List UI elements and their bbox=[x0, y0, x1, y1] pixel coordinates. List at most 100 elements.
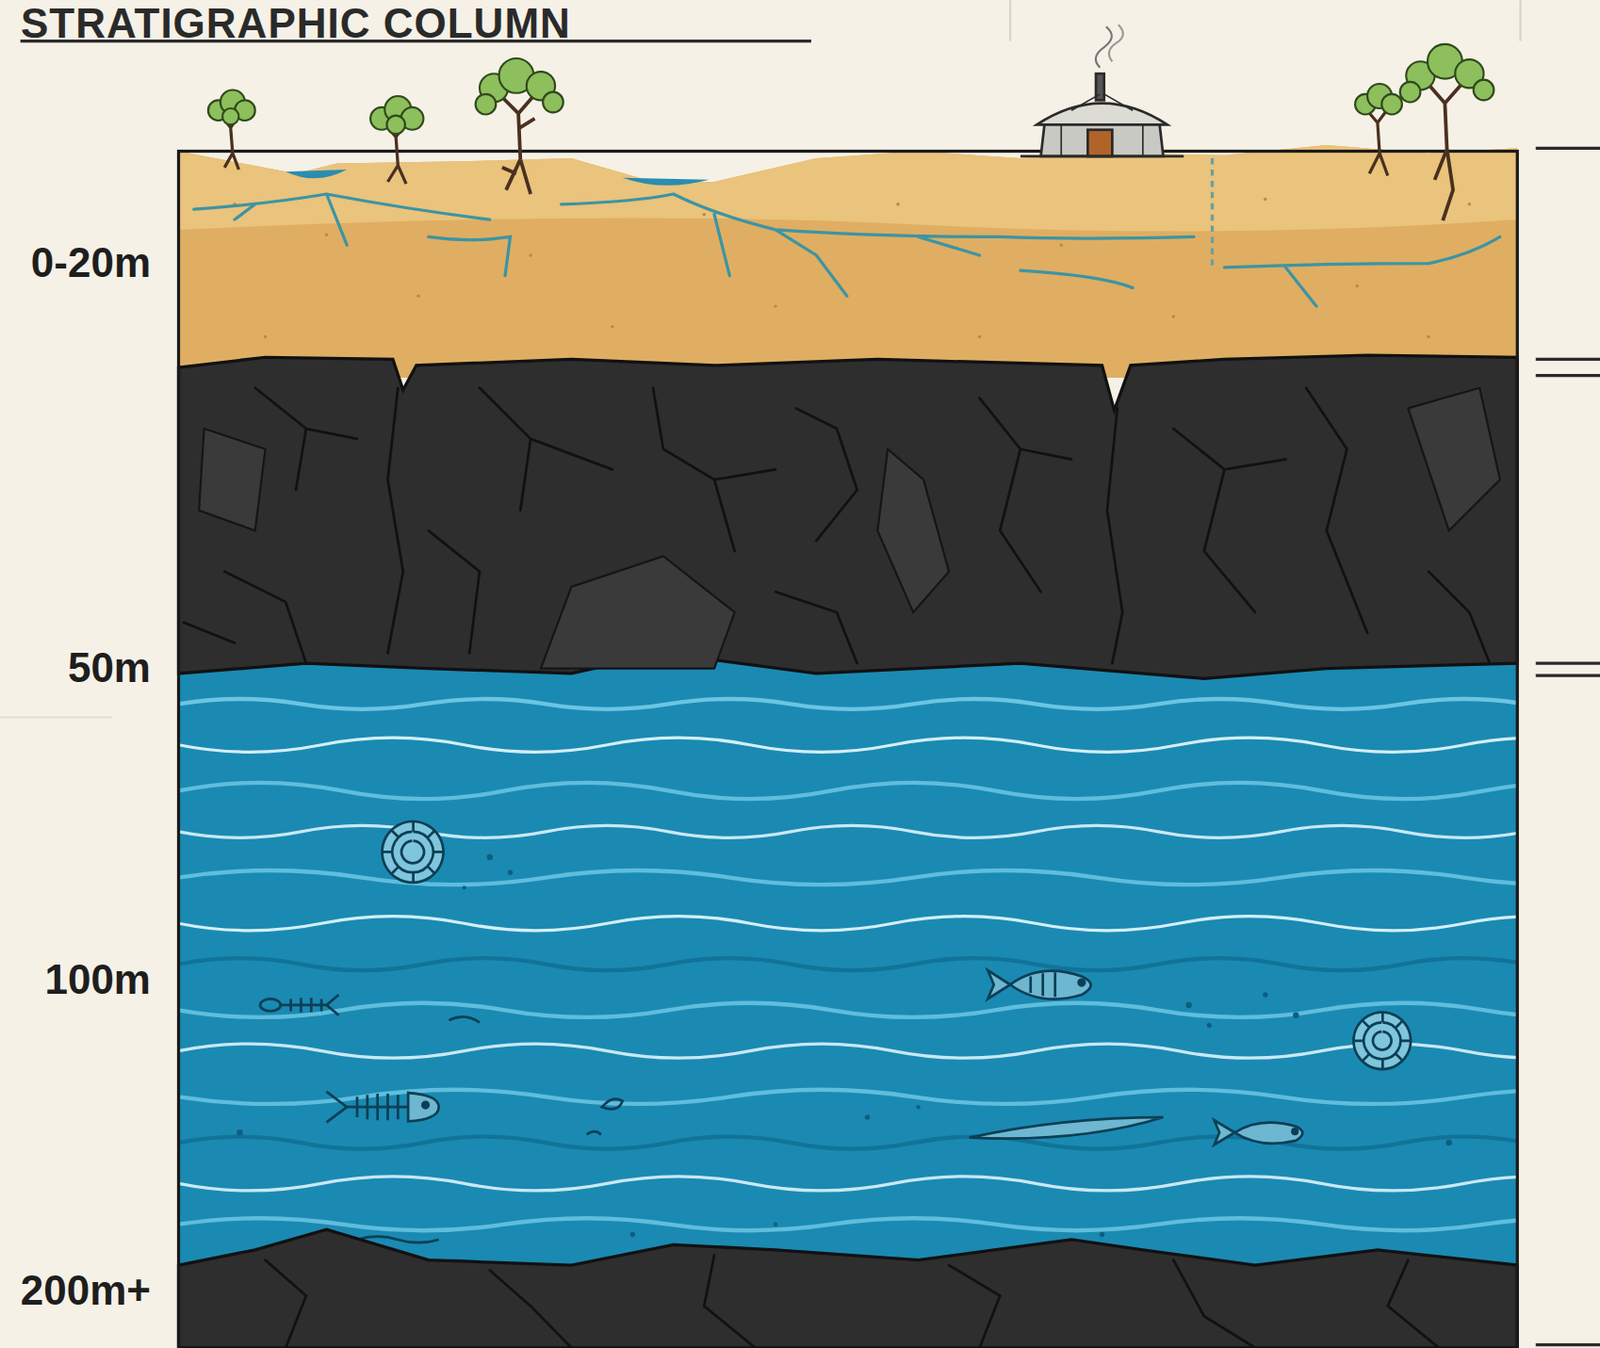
aquifer-water-layer bbox=[773, 1223, 778, 1227]
surface-trees bbox=[208, 90, 256, 170]
bedrock-layer bbox=[703, 1255, 755, 1348]
aquifer-water-layer bbox=[179, 653, 1600, 1266]
basalt-rock-layer bbox=[255, 388, 358, 490]
basalt-rock-layer bbox=[653, 388, 776, 552]
frame-lines bbox=[1535, 374, 1600, 377]
yurt bbox=[1087, 130, 1112, 157]
fossils bbox=[280, 995, 340, 1016]
basalt-rock-layer bbox=[428, 530, 480, 654]
sand-soil-layer bbox=[179, 143, 1519, 378]
fossils bbox=[1353, 1012, 1411, 1070]
basalt-rock-layer bbox=[183, 388, 1490, 664]
fossils bbox=[260, 821, 1412, 1266]
frame-lines bbox=[1535, 358, 1600, 361]
fossils bbox=[1078, 979, 1085, 986]
sand-soil-layer bbox=[1210, 158, 1214, 271]
aquifer-water-layer bbox=[1207, 1023, 1212, 1029]
aquifer-water-layer bbox=[179, 783, 1519, 800]
fossils bbox=[587, 1099, 623, 1136]
bedrock-layer bbox=[265, 1255, 1439, 1348]
fossils bbox=[382, 821, 445, 883]
basalt-rock-layer bbox=[388, 388, 404, 654]
surface-trees bbox=[1355, 83, 1403, 176]
basalt-rock-layer bbox=[198, 388, 1501, 670]
surface-trees bbox=[1400, 44, 1495, 221]
bedrock-layer bbox=[489, 1270, 572, 1348]
fossils bbox=[401, 841, 425, 865]
sand-soil-layer bbox=[702, 212, 705, 216]
basalt-rock-layer bbox=[1306, 388, 1368, 634]
aquifer-water-layer bbox=[179, 870, 1519, 885]
basalt-rock-layer bbox=[877, 449, 949, 613]
yurt bbox=[1061, 94, 1143, 157]
basalt-rock-layer bbox=[1173, 428, 1286, 613]
surface-trees bbox=[386, 115, 405, 134]
aquifer-water-layer bbox=[179, 737, 1519, 752]
fossils bbox=[1234, 1123, 1303, 1144]
basalt-rock-layer bbox=[540, 555, 735, 669]
yurt bbox=[1036, 103, 1168, 126]
frame-lines bbox=[0, 716, 113, 719]
aquifer-water-layer bbox=[179, 1090, 1519, 1105]
fossils bbox=[260, 995, 339, 1016]
basalt-rock-layer bbox=[198, 428, 265, 531]
surface-trees bbox=[1400, 44, 1495, 103]
aquifer-water-layer bbox=[1292, 1012, 1299, 1018]
sand-soil-layer bbox=[179, 143, 1519, 339]
sand-soil-layer bbox=[428, 236, 511, 276]
sand-soil-layer bbox=[1263, 197, 1267, 201]
aquifer-water-layer bbox=[507, 869, 513, 875]
fossils bbox=[987, 970, 1011, 999]
basalt-rock-layer bbox=[979, 398, 1072, 593]
basalt-rock-layer bbox=[1107, 408, 1123, 664]
frame-lines bbox=[1535, 662, 1600, 666]
surface-trees bbox=[208, 90, 256, 126]
aquifer-water-layer bbox=[179, 1176, 1519, 1192]
surface-trees bbox=[370, 96, 424, 184]
sand-soil-layer bbox=[179, 143, 1519, 232]
sand-soil-layer bbox=[1468, 202, 1471, 206]
surface-trees bbox=[497, 90, 539, 195]
sand-soil-layer bbox=[263, 335, 267, 339]
aquifer-water-layer bbox=[236, 1129, 243, 1136]
aquifer-water-layer bbox=[1099, 1232, 1105, 1238]
frame-lines bbox=[1518, 0, 1521, 41]
bedrock-layer bbox=[179, 1229, 1519, 1348]
surface-trees bbox=[1355, 83, 1403, 115]
bedrock-layer bbox=[1387, 1260, 1439, 1348]
fossils bbox=[382, 821, 444, 883]
surface-trees bbox=[370, 96, 424, 134]
surface-trees bbox=[222, 108, 239, 125]
aquifer-water-layer bbox=[1445, 1140, 1452, 1146]
basalt-rock-layer bbox=[1407, 388, 1500, 532]
basalt-rock-layer bbox=[179, 355, 1519, 679]
aquifer-water-layer bbox=[236, 854, 1453, 1239]
depth-label: 100m bbox=[44, 956, 151, 1004]
surface-trees bbox=[475, 58, 564, 195]
aquifer-water-layer bbox=[915, 1105, 920, 1110]
sand-soil-layer bbox=[285, 169, 347, 179]
aquifer-water-layer bbox=[487, 854, 493, 861]
yurt bbox=[1041, 120, 1164, 157]
fossils bbox=[1372, 1031, 1391, 1050]
fossils bbox=[448, 1016, 479, 1023]
surface-trees bbox=[208, 44, 1494, 221]
sand-soil-layer bbox=[978, 335, 981, 339]
fossils bbox=[1030, 972, 1056, 997]
aquifer-water-layer bbox=[1262, 992, 1268, 997]
bedrock-layer bbox=[179, 1229, 1519, 1348]
fossils bbox=[326, 1092, 440, 1123]
frame-lines bbox=[1009, 0, 1012, 41]
surface-trees bbox=[475, 94, 497, 115]
fossils bbox=[969, 1117, 1164, 1140]
fossils bbox=[422, 1102, 428, 1109]
yurt bbox=[1020, 155, 1184, 159]
aquifer-water-layer bbox=[179, 916, 1519, 931]
fossils bbox=[1353, 1012, 1411, 1070]
column-outline bbox=[179, 151, 1519, 1348]
surface-trees bbox=[475, 58, 564, 115]
aquifer-water-layer bbox=[1185, 1002, 1192, 1009]
sand-soil-layer bbox=[325, 233, 328, 237]
basalt-rock-layer bbox=[479, 388, 613, 511]
